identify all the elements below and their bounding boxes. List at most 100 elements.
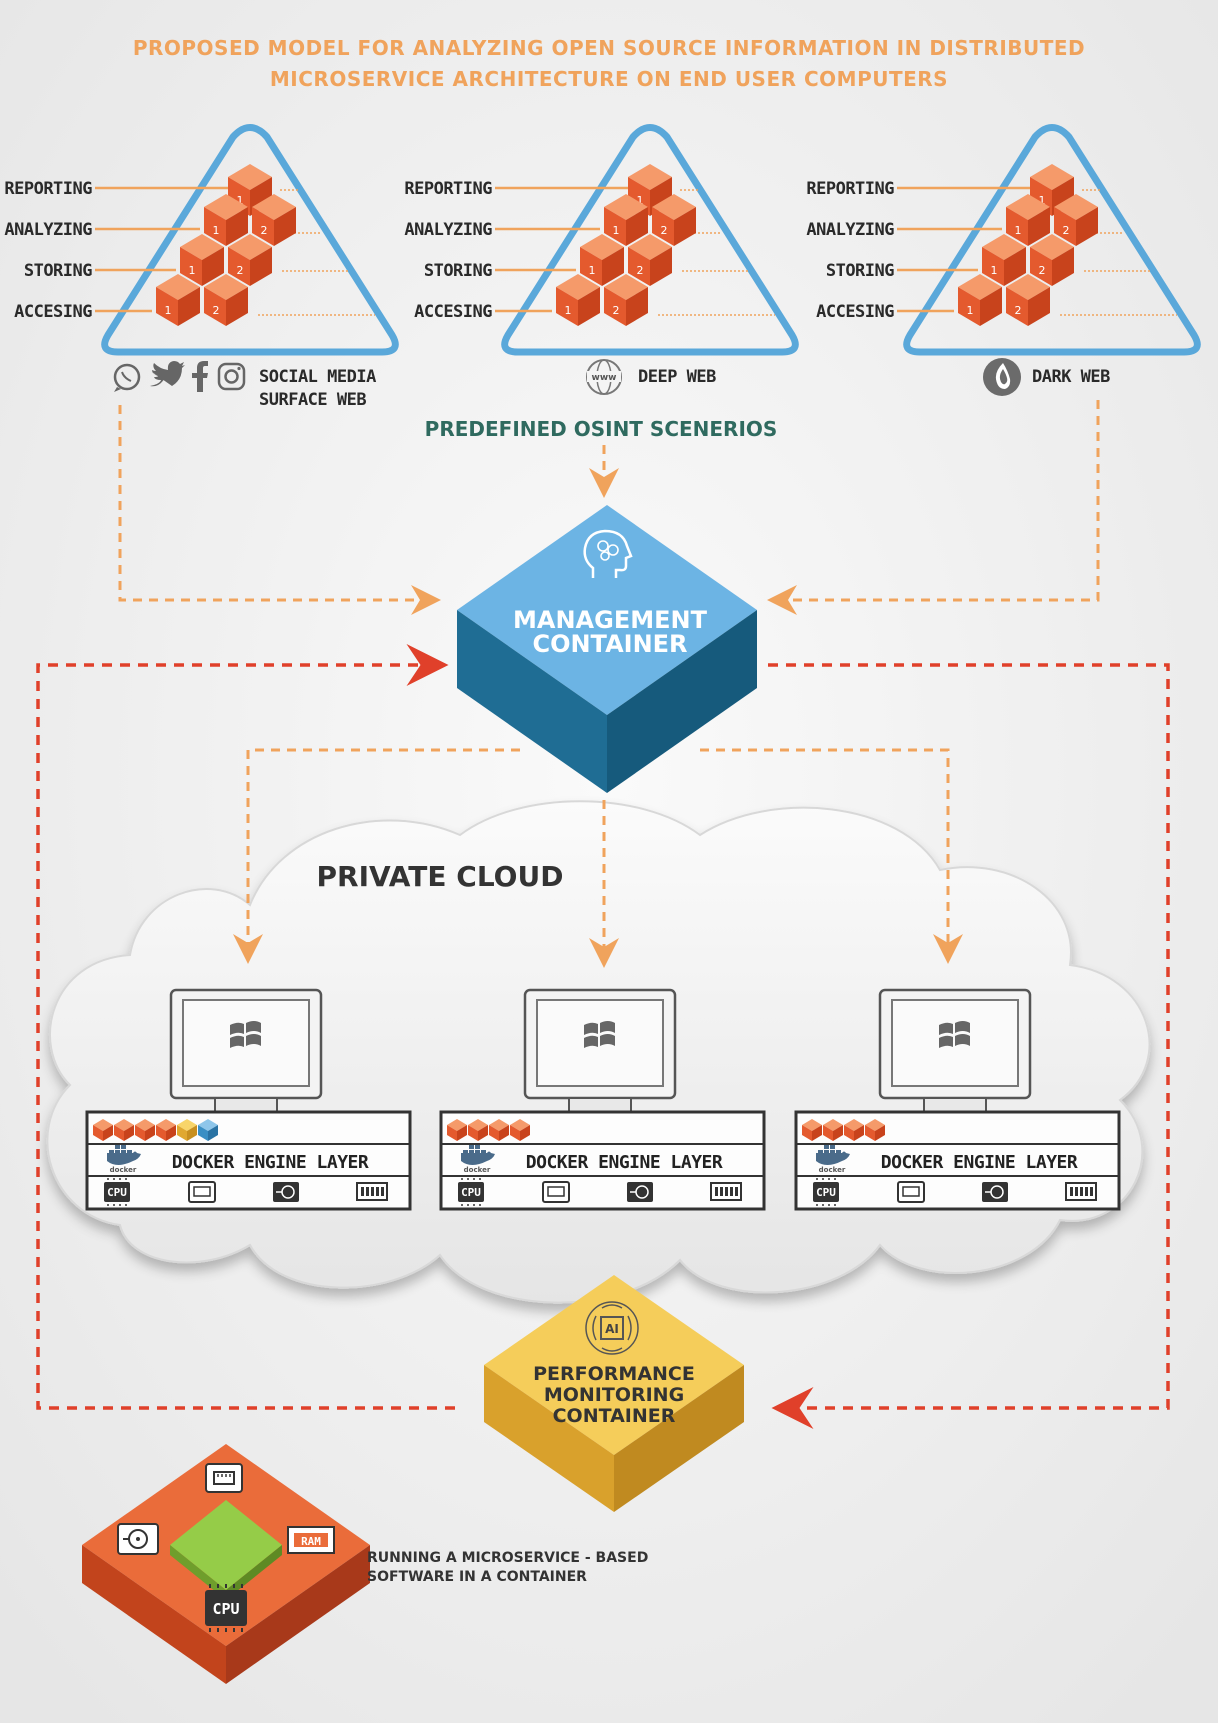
windows-icon <box>584 1021 615 1048</box>
source-label-dark-web: DARK WEB <box>1032 367 1110 387</box>
cube-number: 1 <box>1039 194 1046 207</box>
windows-icon <box>939 1021 970 1048</box>
cube-number: 1 <box>213 224 220 237</box>
cube-number: 1 <box>613 224 620 237</box>
pyramid-cube: 2 <box>252 194 296 246</box>
cube-number: 2 <box>1015 304 1022 317</box>
docker-word: docker <box>110 1166 137 1174</box>
ai-chip-label: AI <box>605 1322 619 1336</box>
cube-number: 1 <box>637 194 644 207</box>
cube-number: 2 <box>237 264 244 277</box>
layer-label-storing: STORING <box>826 261 894 281</box>
management-container: MANAGEMENT CONTAINER <box>457 505 757 793</box>
performance-label-2: MONITORING <box>544 1384 684 1406</box>
pyramid-cube: 1 <box>156 274 200 326</box>
pyramid-cube: 1 <box>180 234 224 286</box>
cube-number: 1 <box>189 264 196 277</box>
pyramid-cube: 1 <box>204 194 248 246</box>
docker-logo-icon: docker <box>816 1145 850 1174</box>
instagram-icon <box>217 362 246 391</box>
monitor <box>523 988 677 1113</box>
ram-icon <box>356 1182 388 1201</box>
legend-ram-icon: RAM <box>287 1526 335 1554</box>
pyramid-cube: 2 <box>204 274 248 326</box>
pyramid-cube: 2 <box>228 234 272 286</box>
monitoring-loop <box>36 644 1170 1429</box>
ram-icon <box>1065 1182 1097 1201</box>
pyramid-cube: 2 <box>1006 274 1050 326</box>
legend-text-2: SOFTWARE IN A CONTAINER <box>367 1569 587 1585</box>
disk-icon <box>273 1182 299 1202</box>
pyramid-outline <box>101 124 399 356</box>
network-icon <box>897 1181 925 1203</box>
pyramid-cube: 2 <box>628 234 672 286</box>
performance-monitoring-container: AI PERFORMANCE MONITORING CONTAINER <box>484 1275 744 1512</box>
pyramid-cube: 1 <box>958 274 1002 326</box>
pyramid-cube: 2 <box>1030 234 1074 286</box>
layer-label-accesing: ACCESING <box>816 302 894 322</box>
flow-management-to-pc1 <box>233 748 520 964</box>
layer-label-accesing: ACCESING <box>414 302 492 322</box>
layer-label-analyzing: ANALYZING <box>404 220 492 240</box>
performance-label-3: CONTAINER <box>553 1405 676 1427</box>
monitor <box>878 988 1032 1113</box>
cube-number: 2 <box>1063 224 1070 237</box>
network-icon <box>542 1181 570 1203</box>
source-deep-web: www DEEP WEB <box>586 359 717 395</box>
management-label-1: MANAGEMENT <box>513 606 708 634</box>
cpu-label: CPU <box>816 1186 836 1199</box>
cube-number: 2 <box>213 304 220 317</box>
title-line-1: PROPOSED MODEL FOR ANALYZING OPEN SOURCE… <box>133 36 1085 60</box>
pyramid-outline <box>903 124 1201 356</box>
layer-label-analyzing: ANALYZING <box>806 220 894 240</box>
cube-number: 2 <box>261 224 268 237</box>
source-label-social-media: SOCIAL MEDIA <box>259 367 376 387</box>
legend-network-icon <box>205 1463 243 1493</box>
loop-left <box>36 644 455 1410</box>
flow-dark-to-management <box>767 400 1100 615</box>
cube-number: 1 <box>991 264 998 277</box>
whatsapp-icon <box>113 363 141 392</box>
cube-number: 2 <box>637 264 644 277</box>
layer-label-accesing: ACCESING <box>14 302 92 322</box>
layer-label-storing: STORING <box>424 261 492 281</box>
legend-container: RAM CPU RUNNING A MICROSERVICE - BASED S… <box>82 1444 648 1684</box>
facebook-icon <box>192 361 208 392</box>
cube-number: 1 <box>589 264 596 277</box>
docker-word: docker <box>464 1166 491 1174</box>
ai-chip-icon: AI <box>585 1301 639 1355</box>
scenarios-label: PREDEFINED OSINT SCENERIOS <box>425 417 778 441</box>
layer-label-storing: STORING <box>24 261 92 281</box>
cube-number: 2 <box>1039 264 1046 277</box>
performance-label-1: PERFORMANCE <box>533 1363 695 1385</box>
layer-label-reporting: REPORTING <box>404 179 492 199</box>
ram-icon <box>710 1182 742 1201</box>
layer-label-analyzing: ANALYZING <box>4 220 92 240</box>
layer-label-reporting: REPORTING <box>806 179 894 199</box>
flow-management-to-pc3 <box>700 748 963 964</box>
management-flows <box>233 748 963 968</box>
legend-text-1: RUNNING A MICROSERVICE - BASED <box>367 1550 648 1566</box>
cube-number: 1 <box>237 194 244 207</box>
layer-label-reporting: REPORTING <box>4 179 92 199</box>
cpu-icon: CPU <box>104 1178 130 1206</box>
legend-ram-label: RAM <box>301 1535 321 1548</box>
tor-onion-icon <box>983 358 1021 396</box>
brain-head-icon <box>583 529 633 578</box>
cpu-label: CPU <box>461 1186 481 1199</box>
legend-cpu-label: CPU <box>212 1600 239 1618</box>
pyramid-cube: 2 <box>1054 194 1098 246</box>
docker-logo-icon: docker <box>461 1145 495 1174</box>
pyramid-cube: 2 <box>604 274 648 326</box>
pyramid-outline <box>501 124 799 356</box>
